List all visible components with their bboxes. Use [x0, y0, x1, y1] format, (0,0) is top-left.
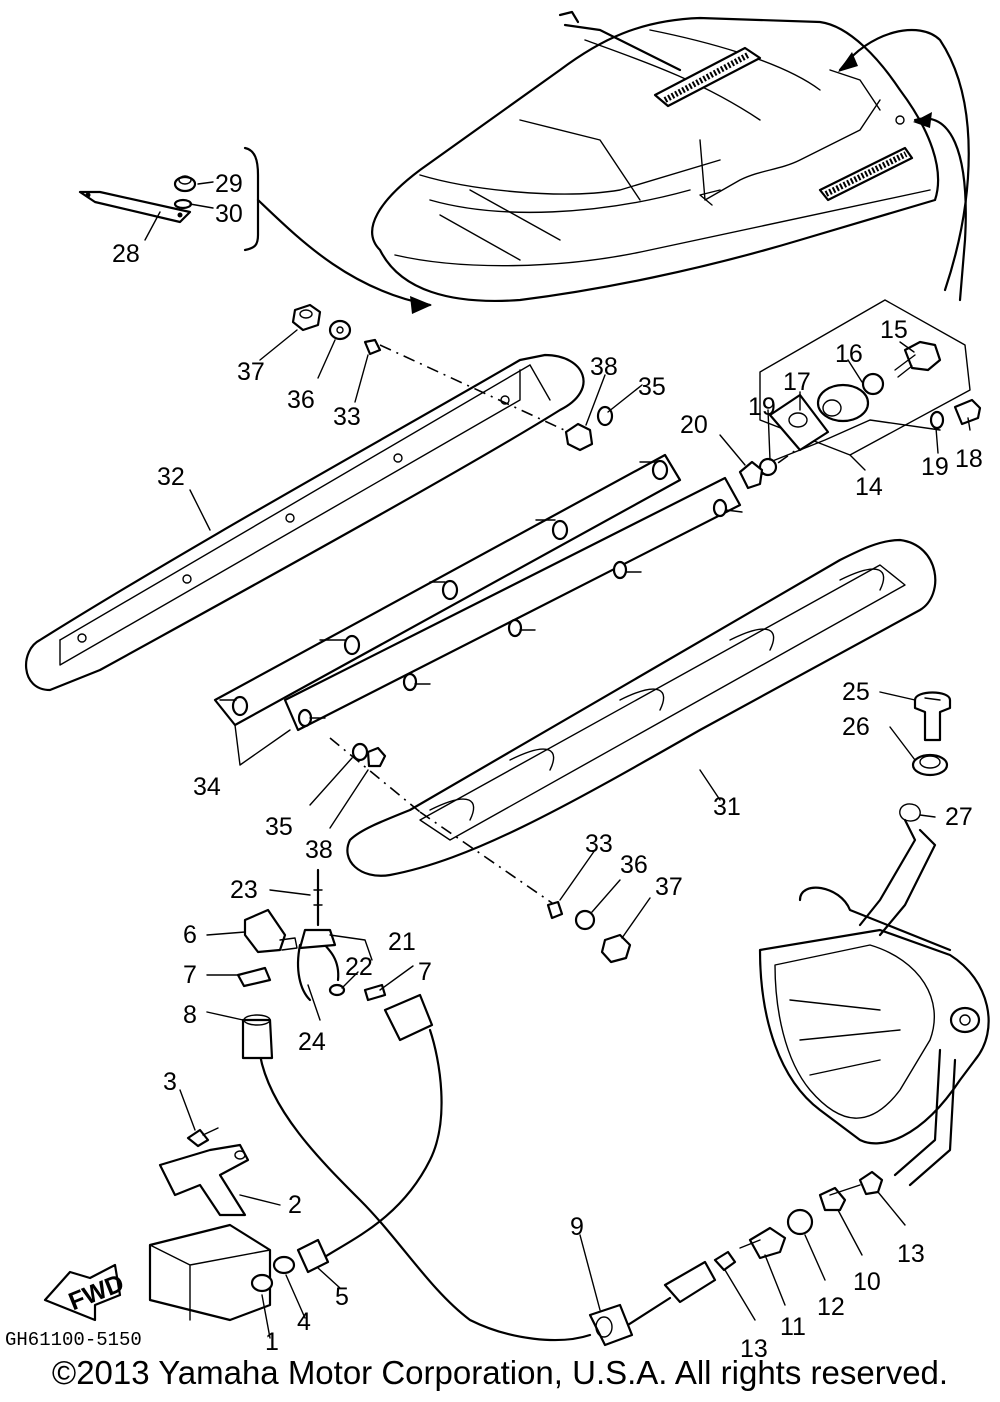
- callout-7b: 7: [418, 958, 432, 986]
- drawing-code: GH61100-5150: [5, 1329, 142, 1351]
- callout-18: 18: [955, 445, 983, 473]
- callouts: 1 2 3 4 5 6 7 7 8 9 10 11 12 13 13 14 15…: [112, 170, 983, 1363]
- washer-30: [173, 198, 193, 210]
- jet-pump-housing: [758, 818, 990, 1187]
- callout-21: 21: [388, 928, 416, 956]
- callout-2: 2: [288, 1191, 302, 1219]
- callout-29: 29: [215, 170, 243, 198]
- callout-34: 34: [193, 773, 221, 801]
- callout-33a: 33: [333, 403, 361, 431]
- hardware-upper: [291, 303, 614, 452]
- callout-32: 32: [157, 463, 185, 491]
- callout-37a: 37: [237, 358, 265, 386]
- callout-19b: 19: [921, 453, 949, 481]
- callout-24: 24: [298, 1028, 326, 1056]
- callout-38a: 38: [590, 353, 618, 381]
- clamp-4: [272, 1255, 296, 1275]
- callout-28: 28: [112, 240, 140, 268]
- callout-38b: 38: [305, 836, 333, 864]
- hardware-lower: [351, 742, 632, 964]
- leader-lines: [144, 181, 971, 1339]
- watercraft-hull-drawing: [243, 10, 970, 314]
- callout-10: 10: [853, 1268, 881, 1296]
- sponson-31: [346, 538, 937, 877]
- speed-sensor-assembly-14: [738, 299, 982, 490]
- callout-14: 14: [855, 473, 883, 501]
- footpad-upper: [653, 46, 762, 108]
- callout-36a: 36: [287, 386, 315, 414]
- callout-8: 8: [183, 1001, 197, 1029]
- callout-31: 31: [713, 793, 741, 821]
- nut-29: [173, 175, 197, 193]
- callout-15: 15: [880, 316, 908, 344]
- callout-16: 16: [835, 340, 863, 368]
- sponson-32: [25, 353, 585, 692]
- water-hoses: [241, 993, 672, 1347]
- callout-19a: 19: [748, 393, 776, 421]
- callout-12: 12: [817, 1293, 845, 1321]
- callout-35a: 35: [638, 373, 666, 401]
- callout-13b: 13: [897, 1240, 925, 1268]
- callout-3: 3: [163, 1068, 177, 1096]
- callout-33b: 33: [585, 830, 613, 858]
- callout-37b: 37: [655, 873, 683, 901]
- copyright-notice: ©2013 Yamaha Motor Corporation, U.S.A. A…: [51, 1354, 949, 1391]
- callout-30: 30: [215, 200, 243, 228]
- callout-4: 4: [297, 1308, 311, 1336]
- callout-27: 27: [945, 803, 973, 831]
- callout-35b: 35: [265, 813, 293, 841]
- drain-plug-25-27: [899, 691, 952, 822]
- callout-7a: 7: [183, 961, 197, 989]
- callout-9: 9: [570, 1213, 584, 1241]
- callout-22: 22: [345, 953, 373, 981]
- callout-26: 26: [842, 713, 870, 741]
- screw-3: [186, 1127, 219, 1148]
- callout-13a: 13: [740, 1335, 768, 1363]
- fittings-10-13: [663, 1170, 884, 1304]
- callout-11: 11: [780, 1313, 806, 1341]
- fwd-arrow: [43, 1263, 122, 1322]
- footpad-lower: [818, 146, 914, 202]
- bracket-2: [158, 1143, 250, 1217]
- box-1: [148, 1223, 274, 1322]
- fitting-6-21-24: [236, 868, 387, 1002]
- bracket-plate-28: [78, 190, 192, 224]
- collar-9: [588, 1303, 634, 1347]
- callout-20: 20: [680, 411, 708, 439]
- callout-6: 6: [183, 921, 197, 949]
- callout-23: 23: [230, 876, 258, 904]
- callout-25: 25: [842, 678, 870, 706]
- callout-36b: 36: [620, 851, 648, 879]
- callout-17: 17: [783, 368, 811, 396]
- mounting-strip-34: [213, 453, 743, 732]
- callout-1: 1: [265, 1328, 279, 1356]
- callout-5: 5: [335, 1283, 349, 1311]
